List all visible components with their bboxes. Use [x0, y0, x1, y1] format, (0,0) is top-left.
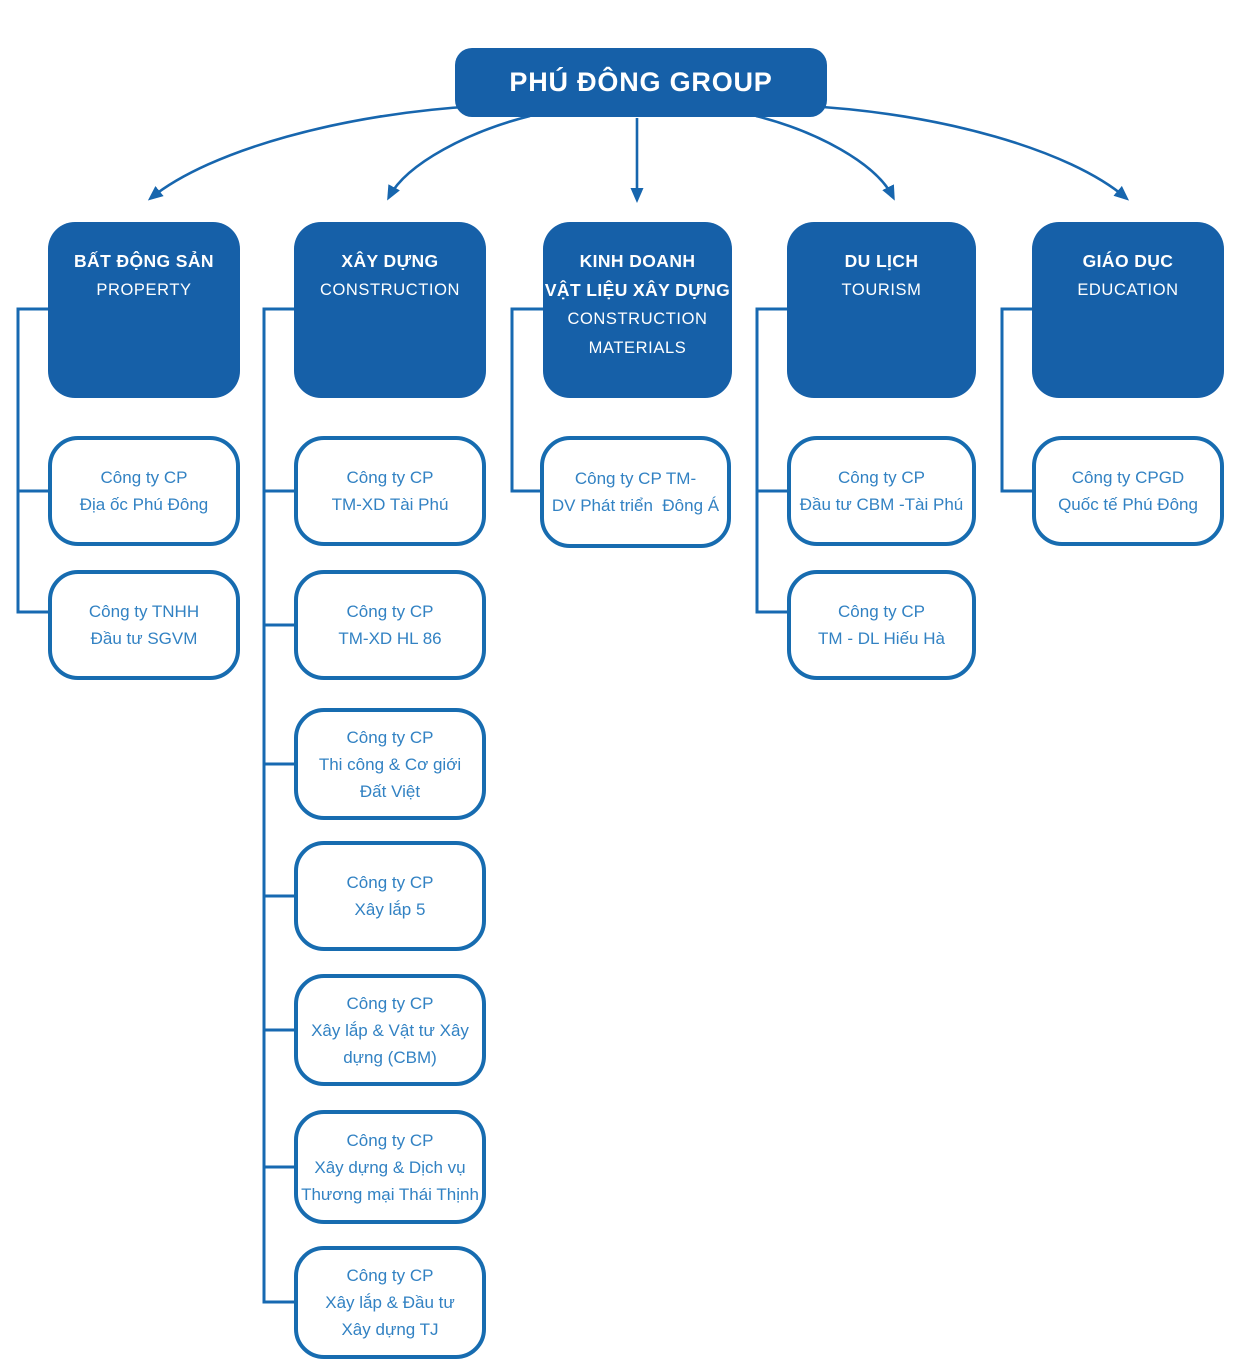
- company-name-line: Công ty CP: [838, 602, 925, 621]
- company-node-dat-viet: Công ty CP Thi công & Cơ giới Đất Việt: [294, 708, 486, 820]
- branch-header-construction: XÂY DỰNG CONSTRUCTION: [294, 222, 486, 398]
- company-name-line: Công ty CP: [346, 727, 434, 747]
- company-name-line: Công ty CP: [346, 1130, 434, 1150]
- company-name-line: Xây lắp & Vật tư Xây: [311, 1020, 469, 1040]
- company-node-hieu-ha: Công ty CP TM - DL Hiếu Hà: [787, 570, 976, 680]
- branch-subtitle: MATERIALS: [588, 339, 687, 357]
- connector-construction-branch: [262, 307, 296, 1304]
- company-node-sgvm: Công ty TNHH Đầu tư SGVM: [48, 570, 240, 680]
- arrow-root-to-construction: [387, 114, 531, 201]
- company-name-line: Thi công & Cơ giới: [318, 754, 462, 774]
- company-name-line: Xây lắp 5: [354, 900, 426, 919]
- company-name-line: Công ty CP: [346, 993, 434, 1013]
- branch-subtitle: CONSTRUCTION: [319, 281, 461, 299]
- branch-title: VẬT LIỆU XÂY DỰNG: [544, 280, 731, 300]
- connector-tourism-branch: [755, 307, 791, 614]
- company-node-phu-dong-real-estate: Công ty CP Địa ốc Phú Đông: [48, 436, 240, 546]
- branch-header-tourism: DU LỊCH TOURISM: [787, 222, 976, 398]
- root-label: PHÚ ĐÔNG GROUP: [509, 67, 773, 97]
- connector-education-branch: [1000, 307, 1036, 493]
- branch-title: DU LỊCH: [844, 251, 919, 271]
- branch-subtitle: PROPERTY: [96, 281, 192, 299]
- company-name-line: dựng (CBM): [343, 1047, 437, 1067]
- branch-title: KINH DOANH: [579, 251, 696, 271]
- branch-header-materials: KINH DOANH VẬT LIỆU XÂY DỰNG CONSTRUCTIO…: [543, 222, 732, 398]
- company-name-line: Công ty CP: [346, 1266, 434, 1285]
- company-name-line: Công ty CP: [838, 468, 925, 487]
- company-name-line: Đất Việt: [359, 781, 421, 801]
- company-name-line: Đầu tư CBM -Tài Phú: [799, 495, 964, 514]
- company-node-dong-a: Công ty CP TM- DV Phát triển Đông Á: [540, 436, 731, 548]
- company-name-line: DV Phát triển Đông Á: [551, 496, 720, 515]
- company-name-line: Công ty CP TM-: [574, 469, 697, 488]
- arrow-root-to-tourism: [755, 114, 895, 201]
- company-node-cbm: Công ty CP Xây lắp & Vật tư Xây dựng (CB…: [294, 974, 486, 1086]
- branch-title: GIÁO DỤC: [1082, 251, 1174, 271]
- company-name-line: TM - DL Hiếu Hà: [818, 629, 945, 648]
- company-name-line: Thương mại Thái Thịnh: [301, 1184, 479, 1204]
- company-name-line: Xây lắp & Đầu tư: [325, 1293, 455, 1312]
- company-name-line: Công ty CP: [100, 468, 188, 487]
- branch-subtitle: TOURISM: [841, 281, 922, 299]
- company-name-line: Công ty CP: [346, 873, 434, 892]
- root-node: PHÚ ĐÔNG GROUP: [455, 48, 827, 117]
- company-name-line: Công ty TNHH: [88, 602, 200, 621]
- company-name-line: Quốc tế Phú Đông: [1058, 495, 1198, 514]
- company-name-line: Công ty CPGD: [1071, 468, 1185, 487]
- arrow-root-to-property: [147, 104, 481, 201]
- company-node-thai-thinh: Công ty CP Xây dựng & Dịch vụ Thương mại…: [294, 1110, 486, 1224]
- branch-header-property: BẤT ĐỘNG SẢN PROPERTY: [48, 222, 240, 398]
- company-node-tai-phu: Công ty CP TM-XD Tài Phú: [294, 436, 486, 546]
- arrow-root-to-education: [805, 104, 1130, 201]
- company-name-line: Công ty CP: [346, 602, 434, 621]
- company-name-line: Xây dựng & Dịch vụ: [314, 1157, 466, 1177]
- company-name-line: Đầu tư SGVM: [90, 629, 198, 648]
- company-name-line: Công ty CP: [346, 468, 434, 487]
- company-node-cbm-tai-phu: Công ty CP Đầu tư CBM -Tài Phú: [787, 436, 976, 546]
- connector-materials-branch: [510, 307, 546, 493]
- company-node-hl86: Công ty CP TM-XD HL 86: [294, 570, 486, 680]
- branch-subtitle: EDUCATION: [1077, 281, 1179, 299]
- company-name-line: TM-XD HL 86: [338, 629, 442, 648]
- company-node-tj: Công ty CP Xây lắp & Đầu tư Xây dựng TJ: [294, 1246, 486, 1359]
- connector-property-branch: [16, 307, 50, 614]
- company-name-line: Xây dựng TJ: [341, 1320, 439, 1339]
- company-node-phu-dong-intl-education: Công ty CPGD Quốc tế Phú Đông: [1032, 436, 1224, 546]
- branch-title: BẤT ĐỘNG SẢN: [74, 251, 214, 271]
- company-name-line: TM-XD Tài Phú: [331, 495, 449, 514]
- company-name-line: Địa ốc Phú Đông: [79, 495, 209, 514]
- company-node-xay-lap-5: Công ty CP Xây lắp 5: [294, 841, 486, 951]
- branch-header-education: GIÁO DỤC EDUCATION: [1032, 222, 1224, 398]
- branch-subtitle: CONSTRUCTION: [567, 310, 708, 328]
- branch-title: XÂY DỰNG: [341, 251, 439, 271]
